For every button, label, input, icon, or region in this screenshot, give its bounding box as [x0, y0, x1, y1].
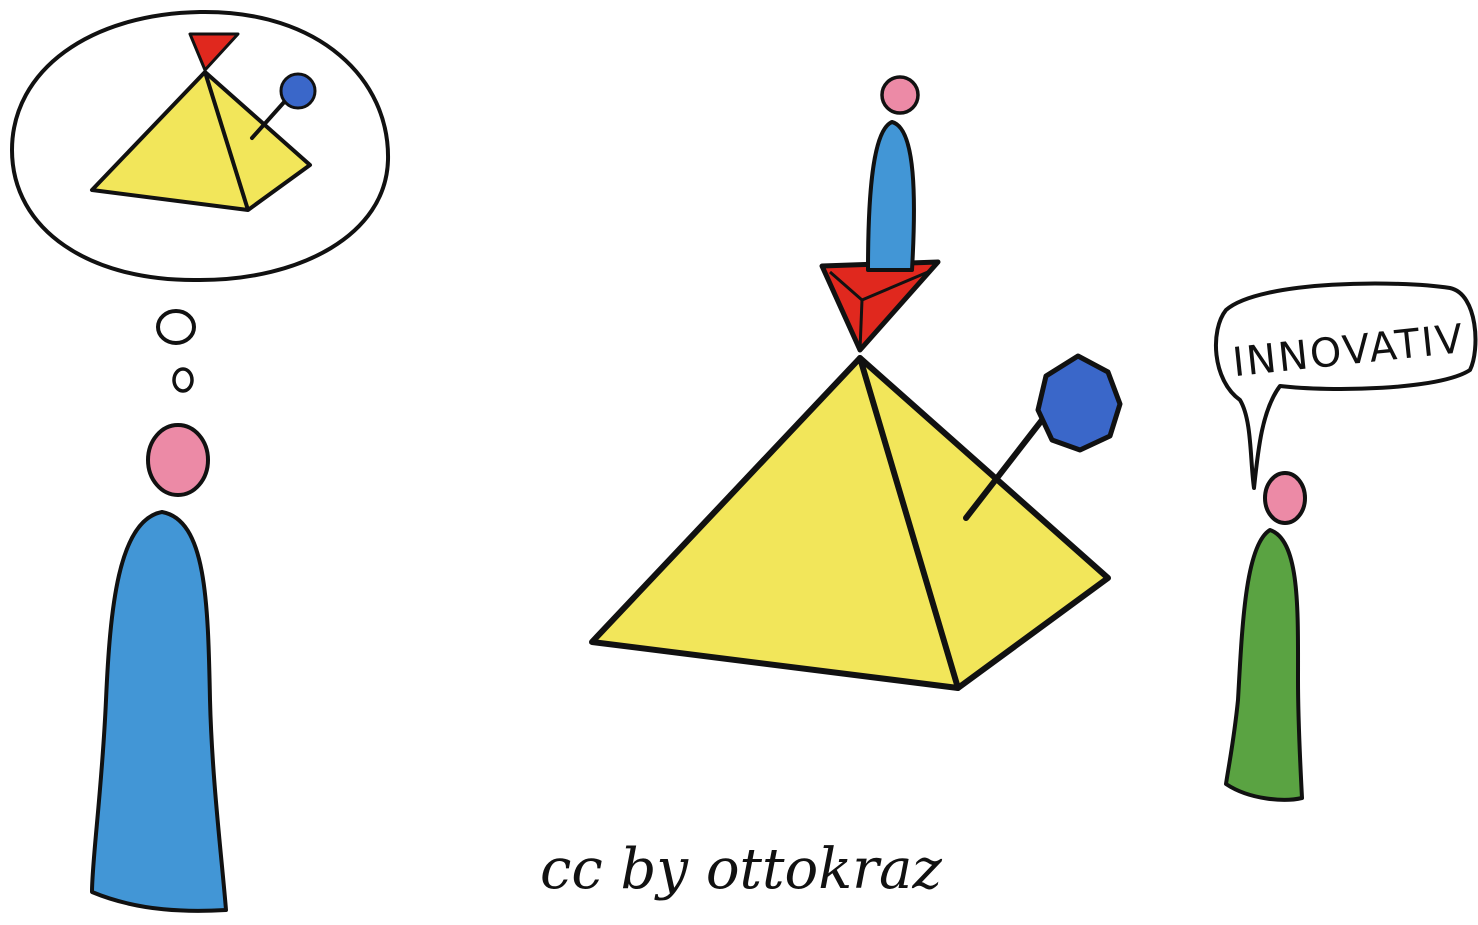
thought-dot-small: [174, 369, 192, 391]
orb-large: [1038, 356, 1120, 450]
figure-right-head: [1265, 473, 1305, 523]
figure-right-body: [1226, 530, 1302, 800]
orb-small: [281, 74, 315, 108]
speech-bubble: INNOVATIV: [1216, 283, 1476, 488]
pyramid-large: [592, 356, 1120, 688]
thought-dot-large: [158, 311, 194, 343]
apex-cone-large: [822, 262, 938, 350]
figure-top: [868, 77, 918, 270]
figure-left-head: [148, 425, 208, 495]
figure-top-body: [868, 122, 914, 270]
credit-text: cc by ottokraz: [540, 837, 942, 902]
figure-right: [1226, 473, 1305, 800]
figure-left: [92, 425, 226, 911]
figure-top-head: [882, 77, 918, 113]
figure-left-body: [92, 512, 226, 911]
